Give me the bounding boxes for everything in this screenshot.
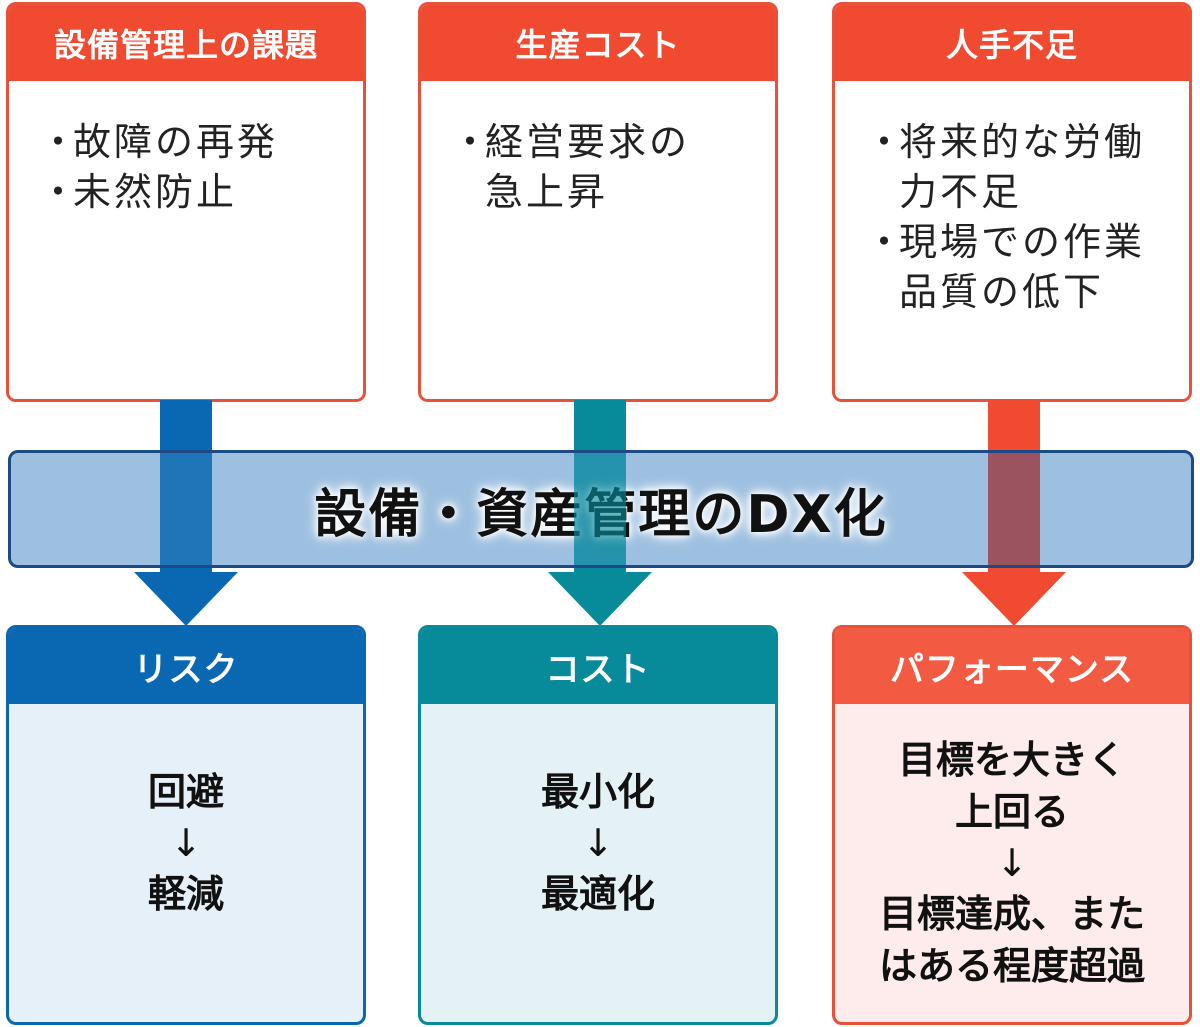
bullet-dot: ・ xyxy=(451,120,493,164)
down-arrow-icon: ↓ xyxy=(170,821,202,865)
item-text: 故障の再発 xyxy=(73,120,279,164)
box-equipment-issues: 設備管理上の課題 ・ 故障の再発 ・ 未然防止 xyxy=(6,2,366,402)
box-title: パフォーマンス xyxy=(835,628,1189,704)
box-body: ・ 故障の再発 ・ 未然防止 xyxy=(9,81,363,399)
bullet-dot: ・ xyxy=(39,170,81,214)
box-body: ・ 将来的な労働 力不足 ・ 現場での作業 品質の低下 xyxy=(835,81,1189,399)
list-item: ・ 将来的な労働 力不足 xyxy=(865,117,1169,217)
outcome-after: 軽減 xyxy=(147,872,224,916)
bullet-dot: ・ xyxy=(39,120,81,164)
item-text: 現場での作業 品質の低下 xyxy=(899,220,1146,314)
box-body: 回避 ↓ 軽減 xyxy=(9,704,363,1022)
item-text: 未然防止 xyxy=(73,170,238,214)
box-production-cost: 生産コスト ・ 経営要求の 急上昇 xyxy=(418,2,778,402)
box-title: コスト xyxy=(421,628,775,704)
box-title: リスク xyxy=(9,628,363,704)
list-item: ・ 現場での作業 品質の低下 xyxy=(865,217,1169,317)
banner-title: 設備・資産管理のDX化 xyxy=(314,484,888,545)
box-labor-shortage: 人手不足 ・ 将来的な労働 力不足 ・ 現場での作業 品質の低下 xyxy=(832,2,1192,402)
box-title: 設備管理上の課題 xyxy=(9,5,363,81)
dx-banner: 設備・資産管理のDX化 xyxy=(8,450,1194,568)
box-title: 人手不足 xyxy=(835,5,1189,81)
box-body: 目標を大きく 上回る ↓ 目標達成、また はある程度超過 xyxy=(835,704,1189,1022)
box-body: ・ 経営要求の 急上昇 xyxy=(421,81,775,399)
list-item: ・ 故障の再発 xyxy=(39,117,343,167)
item-text: 経営要求の 急上昇 xyxy=(485,120,691,214)
outcome-after: 最適化 xyxy=(540,872,655,916)
down-arrow-icon: ↓ xyxy=(582,821,614,865)
box-performance: パフォーマンス 目標を大きく 上回る ↓ 目標達成、また はある程度超過 xyxy=(832,625,1192,1025)
box-body: 最小化 ↓ 最適化 xyxy=(421,704,775,1022)
box-title: 生産コスト xyxy=(421,5,775,81)
bullet-dot: ・ xyxy=(865,220,907,264)
box-cost: コスト 最小化 ↓ 最適化 xyxy=(418,625,778,1025)
down-arrow-icon: ↓ xyxy=(996,841,1028,885)
list-item: ・ 経営要求の 急上昇 xyxy=(451,117,755,217)
box-risk: リスク 回避 ↓ 軽減 xyxy=(6,625,366,1025)
outcome-before: 回避 xyxy=(147,770,224,814)
item-text: 将来的な労働 力不足 xyxy=(899,120,1146,214)
outcome-after: 目標達成、また はある程度超過 xyxy=(878,892,1145,988)
outcome-before: 目標を大きく 上回る xyxy=(897,738,1126,834)
bullet-dot: ・ xyxy=(865,120,907,164)
list-item: ・ 未然防止 xyxy=(39,167,343,217)
outcome-before: 最小化 xyxy=(540,770,655,814)
